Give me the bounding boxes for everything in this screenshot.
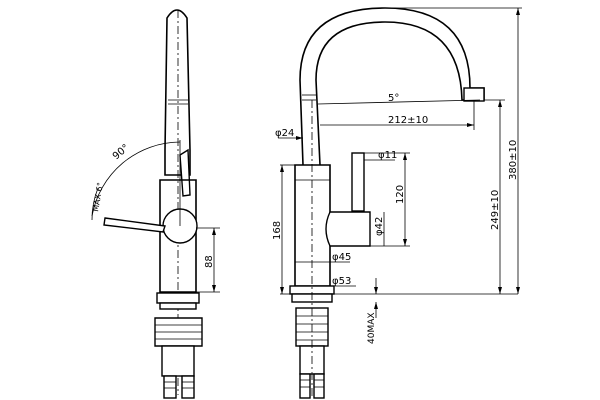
side-hose-left [163, 375, 177, 399]
dim-dia-45: φ45 [332, 252, 351, 263]
front-gooseneck-spout [299, 7, 485, 166]
dim-dia-11: φ11 [378, 150, 397, 161]
dim-height-120: 120 [395, 185, 406, 204]
dim-height-380: 380±10 [508, 140, 519, 180]
front-hose-left [299, 373, 311, 399]
dim-max-angle: MAX 6° [91, 182, 105, 213]
dim-dia-53: φ53 [332, 276, 351, 287]
dim-dia-24: φ24 [275, 128, 294, 139]
front-body [294, 164, 331, 287]
side-view [91, 9, 220, 399]
dim-reach-212: 212±10 [388, 115, 428, 126]
side-lever-tilted [103, 217, 166, 233]
side-base-flange [156, 292, 200, 304]
dim-max-40: 40MAX [367, 312, 377, 344]
side-handle-lever [179, 148, 191, 197]
front-view [278, 7, 522, 399]
side-hose-right [181, 375, 195, 399]
front-handle [325, 211, 371, 247]
dim-spout-angle: 5° [388, 93, 399, 104]
arc-90 [91, 141, 181, 217]
dim-dia-42: φ42 [374, 217, 385, 236]
front-handle-stem [351, 152, 365, 212]
dim-height-249: 249±10 [490, 190, 501, 230]
dim-height-88: 88 [204, 255, 215, 268]
side-spout-tube [164, 9, 191, 176]
front-hose-right [313, 373, 325, 399]
dim-angle-90: 90° [111, 142, 132, 162]
dim-height-168: 168 [272, 221, 283, 240]
front-aerator [463, 87, 485, 102]
arc-6 [91, 187, 99, 221]
